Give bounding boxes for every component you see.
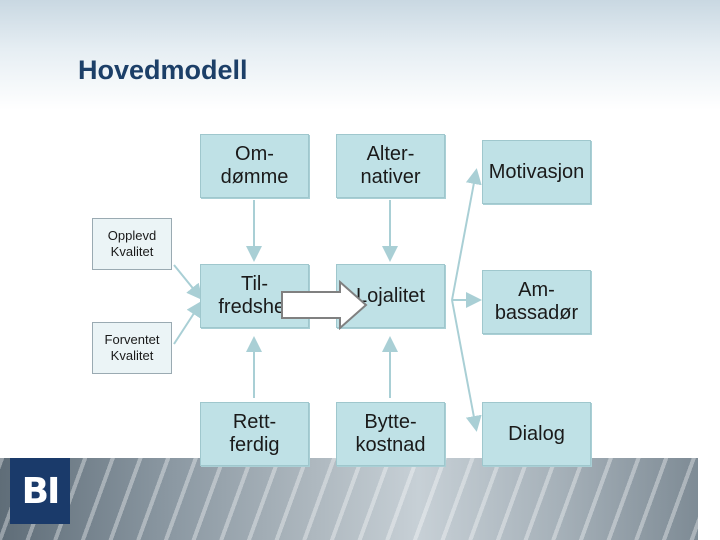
box-rettferdig: Rett- ferdig [200,402,309,466]
arrow-lojalitet-to-motivasjon [451,168,482,301]
slide-title: Hovedmodell [78,55,248,85]
box-byttekostnad: Bytte- kostnad [336,402,445,466]
bi-logo: BI [10,458,70,524]
box-forventet-kvalitet: Forventet Kvalitet [92,322,172,374]
box-opplevd-kvalitet: Opplevd Kvalitet [92,218,172,270]
arrow-opplevd-to-tilfredshet [173,264,203,301]
footer-photo [0,458,698,540]
arrow-lojalitet-to-dialog [451,299,482,432]
header-background [0,0,720,110]
box-dialog: Dialog [482,402,591,466]
box-alternativer: Alter- nativer [336,134,445,198]
box-omdomme: Om- dømme [200,134,309,198]
arrow-forventet-to-tilfredshet [173,300,203,345]
block-arrow-tilfredshet-to-lojalitet [281,280,368,330]
box-ambassador: Am- bassadør [482,270,591,334]
box-motivasjon: Motivasjon [482,140,591,204]
